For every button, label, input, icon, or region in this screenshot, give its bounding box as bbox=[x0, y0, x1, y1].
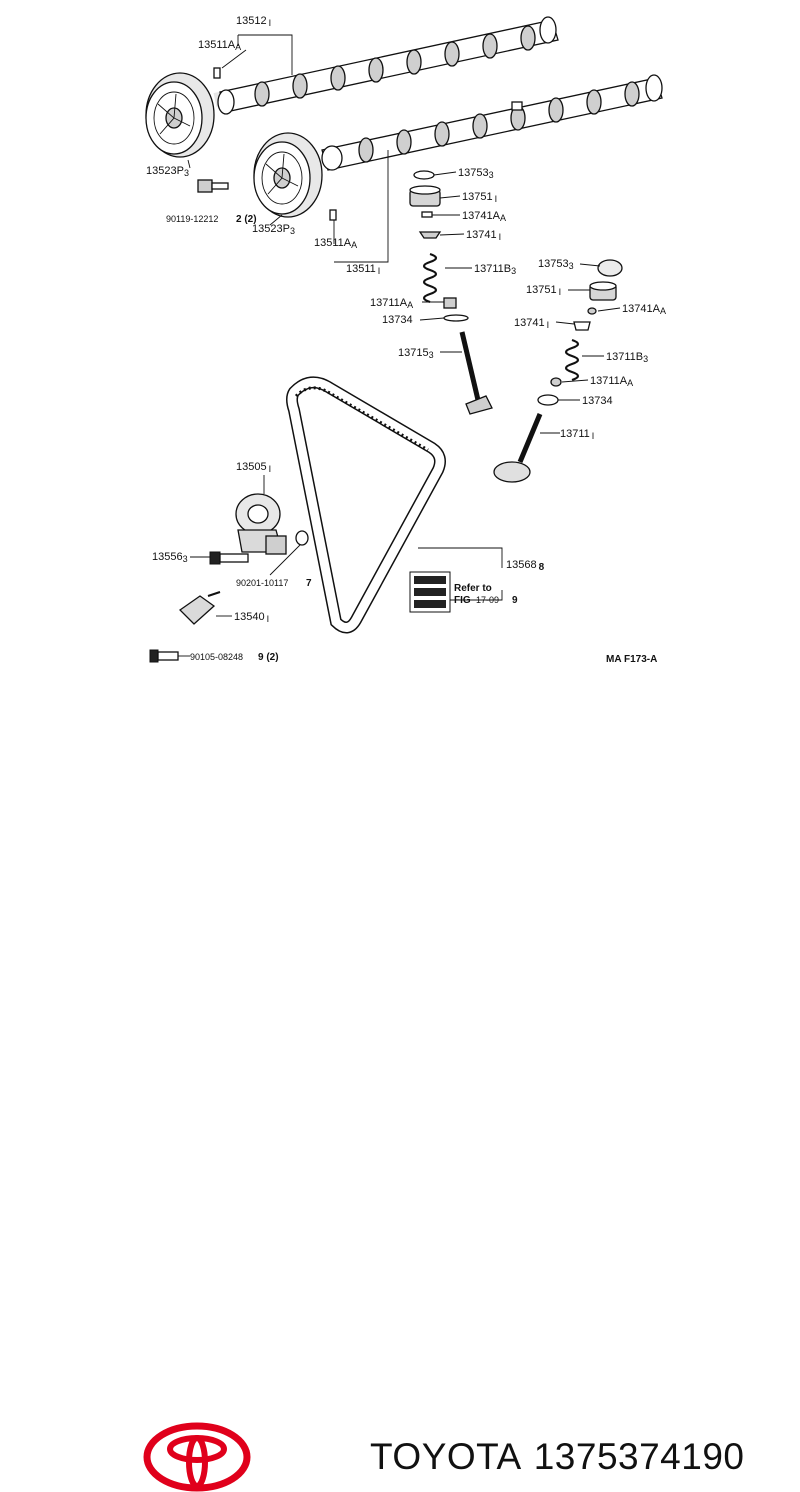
tensioner-nut bbox=[295, 530, 309, 546]
knock-pin-bottom bbox=[329, 209, 337, 221]
camshaft-gear-left bbox=[145, 72, 215, 158]
toyota-logo-icon bbox=[143, 1422, 251, 1492]
footer: TOYOTA 1375374190 bbox=[0, 700, 800, 1492]
gear-bolt bbox=[197, 179, 229, 193]
brand-line: TOYOTA 1375374190 bbox=[370, 1436, 757, 1478]
label-gear-right: 13523P3 bbox=[252, 223, 295, 236]
label-shim-1: 137533 bbox=[458, 167, 494, 180]
label-bottom-bolt-qty: 9 (2) bbox=[258, 652, 279, 663]
label-shim-2: 137533 bbox=[538, 258, 574, 271]
valve-assembly-2 bbox=[493, 259, 623, 483]
label-spring-1: 13711B3 bbox=[474, 263, 516, 276]
tensioner-spring bbox=[178, 591, 221, 625]
label-gear-bolt: 90119-12212 bbox=[166, 214, 218, 224]
label-knock-pin-bottom: 13511AA bbox=[314, 237, 357, 250]
camshaft-bottom bbox=[321, 74, 663, 171]
label-gear-left: 13523P3 bbox=[146, 165, 189, 178]
label-keeper-2: 13741AA bbox=[622, 303, 666, 316]
label-nut: 90201-10117 bbox=[236, 578, 288, 588]
camshaft-gear-right bbox=[253, 132, 323, 218]
label-spring-2: 13711B3 bbox=[606, 351, 648, 364]
label-gear-bolt-qty: 2 (2) bbox=[236, 214, 257, 225]
label-fig-qty: 9 bbox=[512, 595, 518, 606]
label-refer-to: Refer to bbox=[454, 583, 492, 594]
part-number: 1375374190 bbox=[533, 1436, 745, 1477]
label-knock-pin-top: 13511AA bbox=[198, 39, 241, 52]
refer-to-icon bbox=[409, 571, 451, 613]
label-seal-1: 13711AA bbox=[370, 297, 413, 310]
label-nut-qty: 7 bbox=[306, 578, 312, 589]
timing-belt bbox=[286, 376, 446, 634]
label-fig: FIG bbox=[454, 595, 471, 606]
brand-name: TOYOTA bbox=[370, 1436, 522, 1477]
label-fig-number: 17-09 bbox=[476, 595, 499, 605]
diagram-code: MA F173-A bbox=[606, 654, 657, 665]
camshaft-top bbox=[213, 16, 559, 115]
belt-tensioner bbox=[235, 493, 287, 555]
label-valve-1: 137153 bbox=[398, 347, 434, 360]
tensioner-bolt bbox=[209, 551, 249, 565]
label-seat-1: 13734 bbox=[382, 314, 413, 326]
label-bottom-bolt: 90105-08248 bbox=[190, 652, 243, 662]
bottom-bolt bbox=[149, 649, 179, 663]
label-seal-2: 13711AA bbox=[590, 375, 633, 388]
knock-pin-top bbox=[213, 67, 221, 79]
label-keeper-1: 13741AA bbox=[462, 210, 506, 223]
valve-assembly-1 bbox=[409, 170, 493, 415]
label-seat-2: 13734 bbox=[582, 395, 613, 407]
label-tensioner-bolt: 135563 bbox=[152, 551, 188, 564]
